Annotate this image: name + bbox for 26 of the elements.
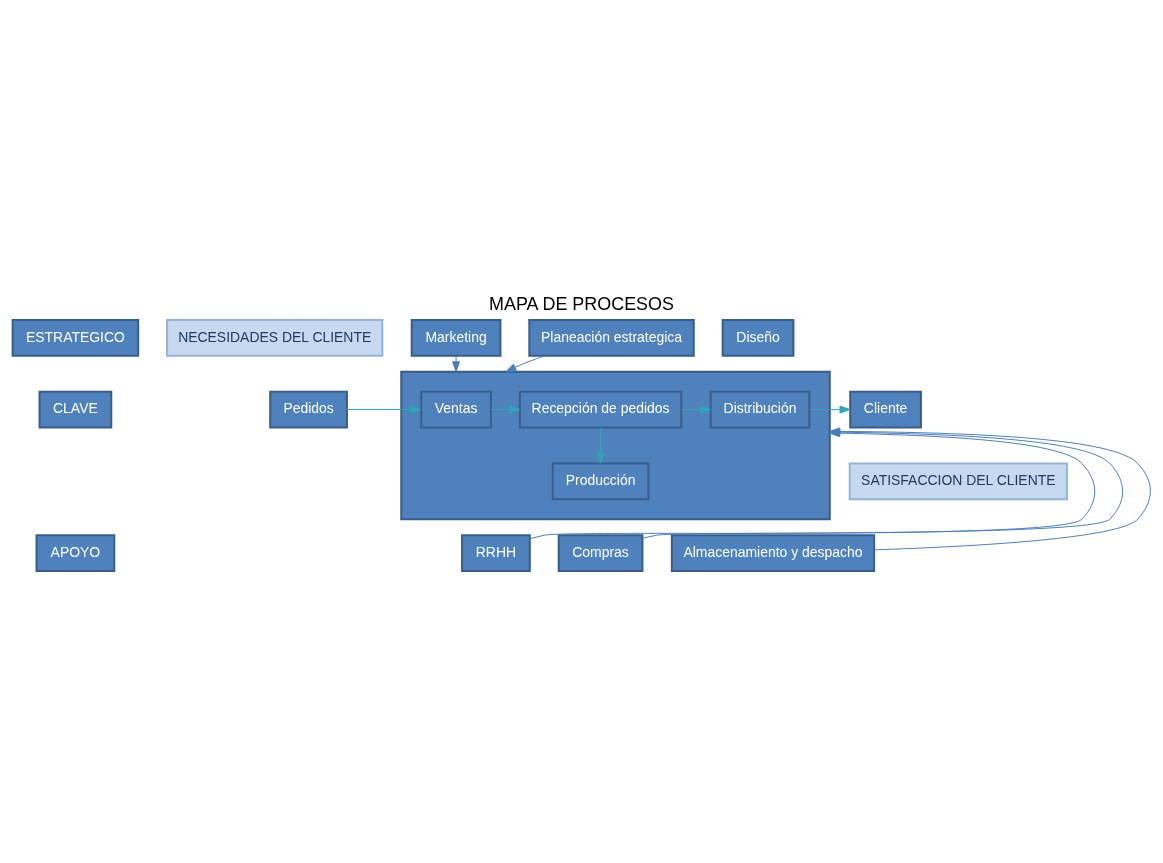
arrow <box>596 427 605 464</box>
node-box: CLAVE <box>38 390 113 429</box>
arrow <box>346 405 422 414</box>
node-box: Diseño <box>721 318 795 357</box>
arrow <box>809 405 851 414</box>
node-box: RRHH <box>461 534 531 572</box>
cluster <box>400 370 831 521</box>
node-box: Producción <box>551 462 650 501</box>
node-box: Distribución <box>709 390 811 429</box>
node-box: NECESIDADES DEL CLIENTE <box>166 318 384 357</box>
arrow <box>452 355 461 373</box>
arrow <box>490 405 521 414</box>
arrow <box>505 355 546 373</box>
node-box: Marketing <box>410 318 502 357</box>
diagram-title: MAPA DE PROCESOS <box>489 294 674 315</box>
node-box: Almacenamiento y despacho <box>670 534 876 572</box>
node-box: Planeación estrategica <box>528 318 695 357</box>
node-box: Recepción de pedidos <box>518 390 683 429</box>
arrow <box>681 405 712 414</box>
node-box: Pedidos <box>269 390 348 429</box>
node-box: Compras <box>557 534 644 572</box>
node-box: ESTRATEGICO <box>11 318 140 357</box>
node-box: Ventas <box>420 390 492 429</box>
node-box: Cliente <box>849 390 922 429</box>
node-box: SATISFACCION DEL CLIENTE <box>848 462 1068 501</box>
node-box: APOYO <box>35 534 116 572</box>
